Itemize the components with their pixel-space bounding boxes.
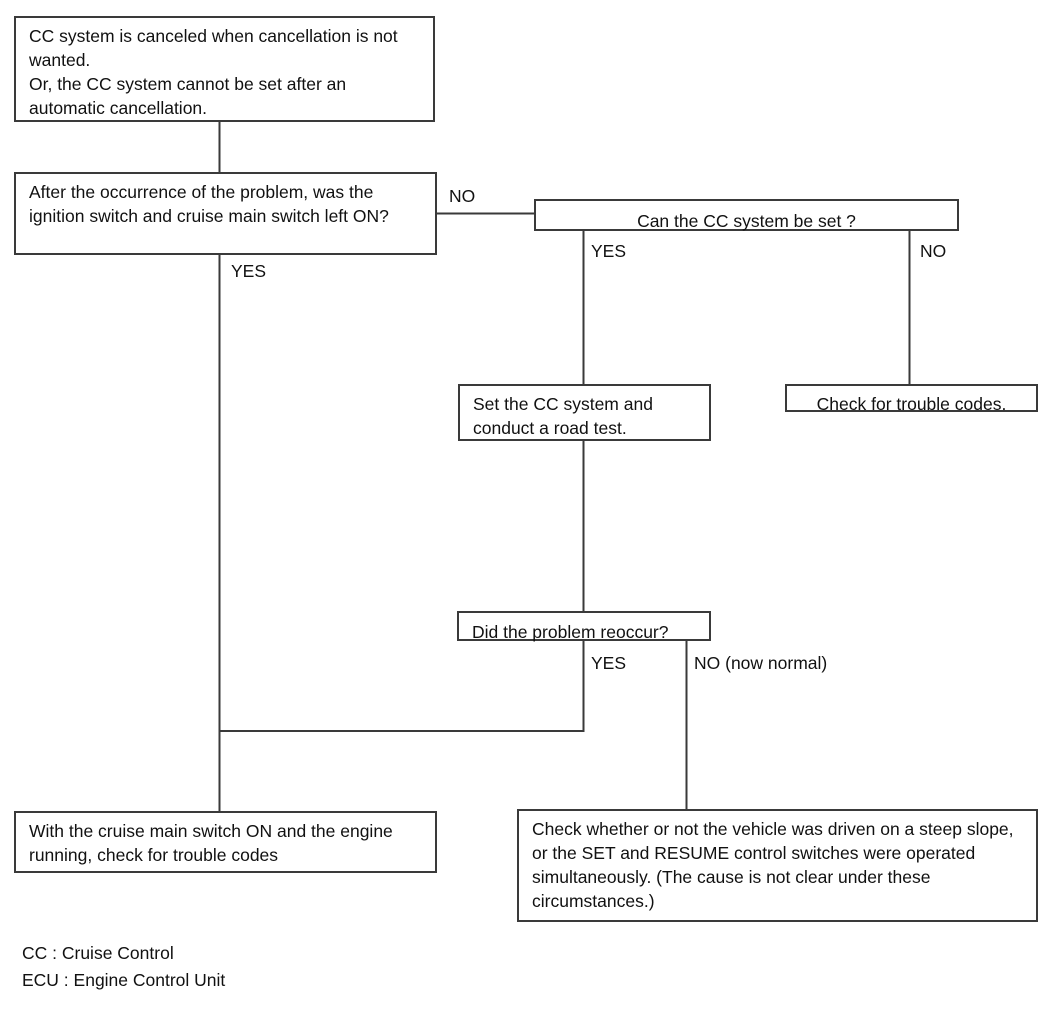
edge-label-reoccur-yes: YES — [591, 653, 627, 673]
edge-label-canset-yes: YES — [591, 241, 627, 261]
edge-label-ignition-yes: YES — [231, 261, 267, 281]
legend-abbreviations: CC : Cruise Control ECU : Engine Control… — [22, 943, 226, 990]
node-action-cruise-switch-on-check-codes: With the cruise main switch ON and the e… — [14, 811, 437, 873]
node-action-check-steep-slope: Check whether or not the vehicle was dri… — [517, 809, 1038, 922]
node-action-check-trouble-codes: Check for trouble codes. — [785, 384, 1038, 414]
connector-reoccur-yes-to-trunk — [219, 640, 585, 733]
node-question-problem-reoccur: Did the problem reoccur? — [457, 611, 711, 642]
edge-label-reoccur-no: NO (now normal) — [694, 653, 828, 673]
node-question-can-cc-be-set: Can the CC system be set ? — [534, 199, 959, 231]
node-action-set-cc-and-road-test: Set the CC system and conduct a road tes… — [458, 384, 711, 441]
node-question-ignition-switch: After the occurrence of the problem, was… — [14, 172, 437, 255]
node-problem-statement: CC system is canceled when cancellation … — [14, 16, 435, 122]
edge-label-ignition-no: NO — [449, 186, 476, 206]
edge-label-canset-no: NO — [920, 241, 947, 261]
